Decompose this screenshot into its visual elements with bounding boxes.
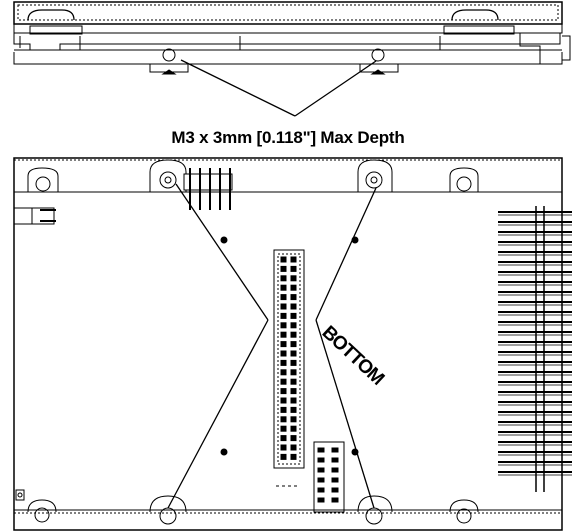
small-connector-pin bbox=[317, 497, 325, 503]
bottom-view-drive bbox=[13, 157, 572, 531]
connector-pin bbox=[290, 303, 297, 310]
connector-pin bbox=[280, 359, 287, 366]
connector-pin bbox=[290, 341, 297, 348]
small-connector-pin bbox=[317, 477, 325, 483]
leader-lines-top bbox=[180, 59, 377, 117]
connector-pin bbox=[290, 388, 297, 395]
bottom-screw-hole-top-left bbox=[159, 171, 177, 189]
main-connector bbox=[273, 249, 305, 469]
connector-pin bbox=[290, 397, 297, 404]
connector-pin bbox=[280, 406, 287, 413]
small-connector-pin bbox=[317, 447, 325, 453]
connector-pin bbox=[290, 453, 297, 460]
connector-pin bbox=[290, 265, 297, 272]
bottom-screw-hole-top-right bbox=[365, 171, 383, 189]
edge-connector bbox=[498, 206, 572, 492]
connector-pin bbox=[290, 256, 297, 263]
connector-pin bbox=[280, 275, 287, 282]
connector-pin bbox=[280, 294, 287, 301]
connector-pin bbox=[290, 312, 297, 319]
small-connector-pin bbox=[331, 487, 339, 493]
connector-pin bbox=[280, 369, 287, 376]
connector-pin bbox=[280, 453, 287, 460]
connector-pins bbox=[280, 256, 297, 460]
leader-lines-bottom bbox=[167, 183, 377, 509]
connector-pin bbox=[290, 331, 297, 338]
connector-pin bbox=[280, 444, 287, 451]
connector-pin bbox=[290, 369, 297, 376]
connector-pin bbox=[290, 359, 297, 366]
small-connector-pin bbox=[317, 467, 325, 473]
connector-pin bbox=[280, 425, 287, 432]
side-screw-hole-left bbox=[162, 48, 176, 62]
connector-pin bbox=[280, 350, 287, 357]
connector-pin bbox=[280, 303, 287, 310]
small-connector-pin bbox=[331, 447, 339, 453]
connector-pin bbox=[280, 397, 287, 404]
small-connector-pin bbox=[317, 457, 325, 463]
small-connector-pin bbox=[331, 477, 339, 483]
side-screw-hole-right bbox=[371, 48, 385, 62]
small-connector-pins bbox=[317, 447, 339, 503]
connector-pin bbox=[280, 341, 287, 348]
connector-pin bbox=[290, 444, 297, 451]
connector-pin bbox=[280, 388, 287, 395]
connector-pin bbox=[290, 425, 297, 432]
small-connector-pin bbox=[331, 467, 339, 473]
connector-pin bbox=[290, 416, 297, 423]
connector-pin bbox=[280, 416, 287, 423]
connector-pin bbox=[280, 331, 287, 338]
small-connector-pin bbox=[331, 497, 339, 503]
connector-pin bbox=[290, 378, 297, 385]
connector-pin bbox=[290, 294, 297, 301]
connector-pin bbox=[280, 265, 287, 272]
connector-pin bbox=[290, 435, 297, 442]
connector-pin bbox=[280, 435, 287, 442]
connector-pin bbox=[290, 284, 297, 291]
connector-pin bbox=[290, 350, 297, 357]
top-pin-header bbox=[183, 168, 233, 210]
connector-pin bbox=[280, 378, 287, 385]
connector-pin bbox=[280, 284, 287, 291]
small-connector-pin bbox=[317, 487, 325, 493]
connector-pin bbox=[290, 275, 297, 282]
small-connector-pin bbox=[331, 457, 339, 463]
connector-pin bbox=[290, 322, 297, 329]
mounting-callout-label: M3 x 3mm [0.118"] Max Depth bbox=[171, 128, 405, 147]
connector-pin bbox=[280, 322, 287, 329]
connector-pin bbox=[280, 312, 287, 319]
side-view-drive bbox=[13, 1, 571, 75]
connector-pin bbox=[290, 406, 297, 413]
connector-pin bbox=[280, 256, 287, 263]
